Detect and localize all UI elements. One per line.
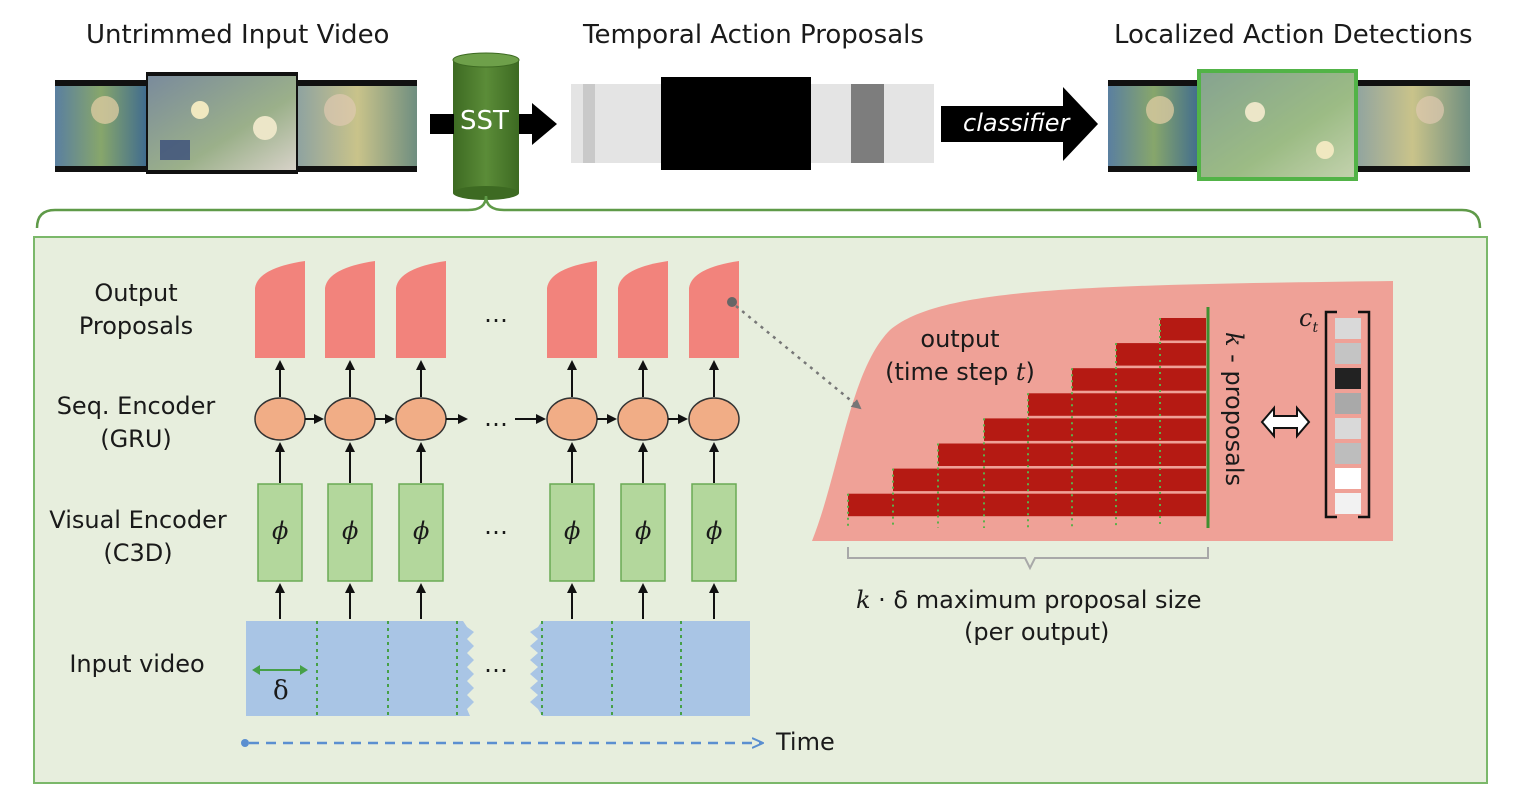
zoom-pointer [735,305,862,410]
input-video-strip-left [246,621,474,716]
visual-encoder-label: Visual Encoder(C3D) [49,506,227,567]
output-proposal-shape [396,261,446,358]
c3d-block [691,483,737,582]
phi-label: ϕ [413,517,430,545]
gru-node [254,397,306,441]
arrow-sst-to-proposals [519,103,557,145]
score-cell [1335,393,1361,414]
proposal-bar [984,418,1206,441]
arrow-video-to-sst [430,114,454,134]
proposals-title: Temporal Action Proposals [583,20,924,50]
detections-filmstrip [1108,69,1470,181]
score-cell [1335,343,1361,364]
output-time-step-label: output (time step t) [885,325,1035,386]
c3d-block [549,483,595,582]
proposal-size-brace [847,547,1209,571]
proposal-bar [1072,368,1206,391]
phi-label: ϕ [272,517,289,545]
delta-label: δ [273,676,289,706]
output-proposal-shape [618,261,668,358]
score-cell [1335,468,1361,489]
confidence-score-vector [1335,318,1361,514]
ellipsis-outputs: … [484,300,508,328]
sst-cylinder [452,52,520,200]
max-proposal-size-label: k · δ maximum proposal size [856,586,1202,614]
input-video-filmstrip [55,72,417,174]
proposal-bar [938,443,1206,466]
k-proposals-staircase [847,318,1206,528]
ct-label: ct [1299,304,1319,336]
phi-label: ϕ [635,517,652,545]
ellipsis-c3d: … [484,512,508,540]
output-proposal-shape [255,261,305,358]
input-video-label: Input video [69,650,205,678]
temporal-proposals-bar [571,77,934,170]
c3d-block [257,483,303,582]
gru-node [617,397,669,441]
k-proposals-label: k - proposals [1220,332,1248,487]
phi-label: ϕ [342,517,359,545]
c3d-block [398,483,444,582]
classifier-label: classifier [963,109,1070,137]
score-cell [1335,418,1361,439]
c3d-block [620,483,666,582]
ellipsis-input: … [484,650,508,678]
phi-label: ϕ [706,517,723,545]
phi-label: ϕ [564,517,581,545]
score-cell [1335,318,1361,339]
time-label: Time [776,728,835,756]
output-proposal-shape [325,261,375,358]
c3d-block [327,483,373,582]
ellipsis-gru: … [484,404,508,432]
proposal-bar [1160,318,1206,341]
gru-node [324,397,376,441]
output-proposal-shape [547,261,597,358]
per-output-label: (per output) [964,618,1110,646]
detections-title: Localized Action Detections [1114,20,1473,50]
sst-detail-brace [35,195,1482,229]
score-cell [1335,368,1361,389]
gru-node [688,397,740,441]
input-video-title: Untrimmed Input Video [86,20,390,50]
seq-encoder-label: Seq. Encoder(GRU) [56,392,216,453]
sst-label: SST [460,106,509,136]
output-proposal-shape [689,261,739,358]
input-video-strip-right [530,621,750,716]
score-cell [1335,443,1361,464]
gru-node [395,397,447,441]
score-cell [1335,493,1361,514]
proposal-bar [893,468,1206,492]
classifier-arrow [941,87,1098,161]
equivalence-double-arrow [1260,405,1311,439]
gru-node [546,397,598,441]
